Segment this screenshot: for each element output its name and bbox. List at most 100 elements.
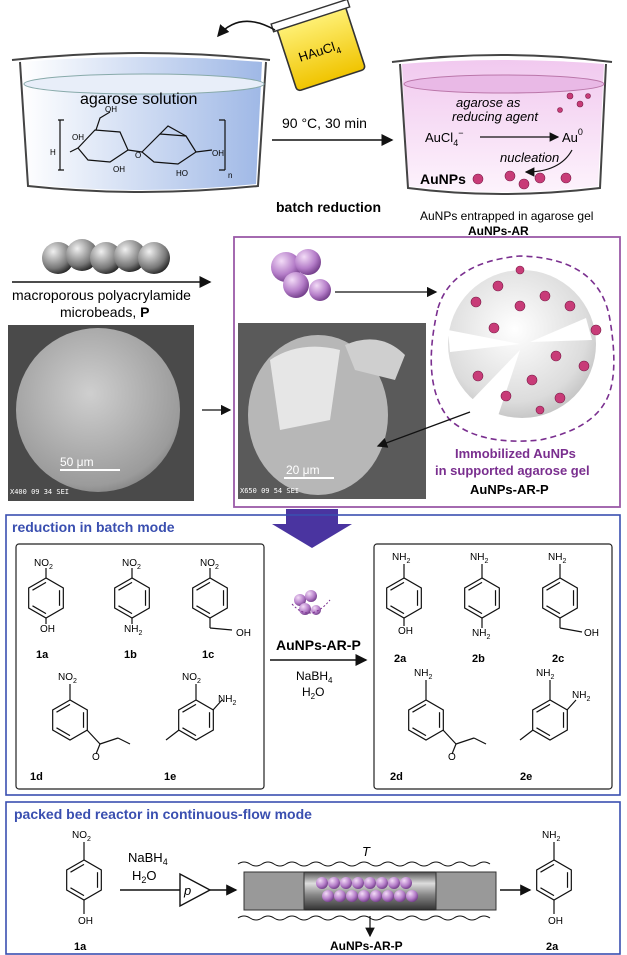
product-2a: 2a <box>394 653 407 665</box>
benzene-ring <box>192 577 228 619</box>
svg-text:NH2: NH2 <box>414 668 432 681</box>
svg-text:NO2: NO2 <box>34 558 53 571</box>
agarose-structure <box>58 111 226 171</box>
svg-text:Au0: Au0 <box>562 127 583 145</box>
svg-text:NO2: NO2 <box>58 672 77 685</box>
svg-text:OH: OH <box>548 916 563 927</box>
svg-text:NH2: NH2 <box>536 668 554 681</box>
batch-reduction-label: batch reduction <box>276 199 381 215</box>
svg-text:H2O: H2O <box>132 868 157 885</box>
left-beaker: agarose solution OH OH OH HO OH H O n <box>11 52 271 193</box>
svg-text:OH: OH <box>105 105 117 114</box>
benzene-ring <box>66 859 102 901</box>
svg-text:X400 09 34 SEI: X400 09 34 SEI <box>10 488 69 496</box>
svg-text:OH: OH <box>212 149 224 158</box>
benzene-ring <box>532 699 568 741</box>
svg-text:n: n <box>228 171 232 180</box>
svg-text:OH: OH <box>113 165 125 174</box>
svg-text:O: O <box>448 752 456 763</box>
svg-text:NH2: NH2 <box>470 552 488 565</box>
haucl4-beaker: HAuCl4 <box>270 0 366 92</box>
svg-text:agarose as: agarose as <box>456 95 521 110</box>
benzene-ring <box>408 699 444 741</box>
svg-text:reducing agent: reducing agent <box>452 109 539 124</box>
reactant-1b: 1b <box>124 649 137 661</box>
right-beaker: agarose as reducing agent AuCl4− Au0 nuc… <box>391 54 613 195</box>
batch-title: reduction in batch mode <box>12 519 175 535</box>
product-2c: 2c <box>552 653 564 665</box>
svg-text:NO2: NO2 <box>72 830 91 843</box>
pour-arrow <box>217 20 276 38</box>
svg-text:AuCl4−: AuCl4− <box>425 128 463 148</box>
benzene-ring <box>386 577 422 619</box>
svg-text:OH: OH <box>72 133 84 142</box>
reactant-1d: 1d <box>30 771 43 783</box>
flow-product: 2a <box>546 941 559 953</box>
immobilized-bead <box>430 255 615 442</box>
caption-aunps-entrapped: AuNPs entrapped in agarose gel <box>420 209 593 223</box>
immob-label-2: in supported agarose gel <box>435 463 590 478</box>
sem-image-1: 50 μm X400 09 34 SEI <box>8 325 194 501</box>
products-box <box>373 543 613 790</box>
svg-text:O: O <box>92 752 100 763</box>
sem-image-2: 20 μm X650 09 54 SEI <box>238 323 426 499</box>
batch-frame <box>5 514 621 796</box>
svg-text:NH2: NH2 <box>392 552 410 565</box>
svg-text:NH2: NH2 <box>218 694 236 707</box>
benzene-ring <box>542 577 578 619</box>
gray-beads <box>42 239 170 274</box>
beads-label-2: microbeads, P <box>60 304 150 320</box>
batch-catalyst: AuNPs-AR-P <box>276 637 361 653</box>
svg-text:OH: OH <box>236 628 251 639</box>
reactant-1a: 1a <box>36 649 49 661</box>
svg-text:NH2: NH2 <box>124 624 142 637</box>
svg-text:NO2: NO2 <box>122 558 141 571</box>
pump-icon <box>179 872 212 908</box>
down-arrow <box>272 509 352 548</box>
svg-text:NaBH4: NaBH4 <box>128 850 168 867</box>
svg-text:OH: OH <box>40 624 55 635</box>
conditions-label: 90 °C, 30 min <box>282 115 367 131</box>
svg-text:OH: OH <box>398 626 413 637</box>
svg-text:NaBH4: NaBH4 <box>296 669 333 685</box>
benzene-ring <box>536 859 572 901</box>
reactor-tube <box>237 861 497 921</box>
caption-aunps-ar: AuNPs-AR <box>468 224 529 238</box>
immobilized-frame <box>233 236 621 508</box>
svg-text:OH: OH <box>78 916 93 927</box>
temperature-label: T <box>362 844 371 859</box>
svg-text:OH: OH <box>584 628 599 639</box>
agarose-solution-label: agarose solution <box>80 91 197 108</box>
product-2b: 2b <box>472 653 485 665</box>
svg-text:NO2: NO2 <box>182 672 201 685</box>
svg-text:NO2: NO2 <box>200 558 219 571</box>
svg-text:NH2: NH2 <box>572 690 590 703</box>
immob-label-3: AuNPs-AR-P <box>470 482 549 497</box>
svg-text:NH2: NH2 <box>548 552 566 565</box>
product-2d: 2d <box>390 771 403 783</box>
reactant-1e: 1e <box>164 771 176 783</box>
svg-text:NH2: NH2 <box>542 830 560 843</box>
immob-label-1: Immobilized AuNPs <box>455 446 576 461</box>
svg-text:p: p <box>183 883 191 898</box>
svg-text:50 μm: 50 μm <box>60 455 94 469</box>
svg-text:HO: HO <box>176 169 188 178</box>
benzene-ring <box>52 699 88 741</box>
svg-text:O: O <box>135 151 141 160</box>
reactant-1c: 1c <box>202 649 214 661</box>
flow-title: packed bed reactor in continuous-flow mo… <box>14 806 312 822</box>
svg-text:H: H <box>50 148 56 157</box>
product-2e: 2e <box>520 771 532 783</box>
catalyst-beads-small <box>291 590 331 615</box>
reactants-box <box>15 543 265 790</box>
flow-catalyst: AuNPs-AR-P <box>330 939 403 953</box>
purple-beads <box>271 249 331 301</box>
svg-text:NH2: NH2 <box>472 628 490 641</box>
benzene-ring <box>178 699 214 741</box>
svg-text:AuNPs: AuNPs <box>420 171 466 187</box>
svg-text:H2O: H2O <box>302 685 324 701</box>
flow-reactant: 1a <box>74 941 87 953</box>
benzene-ring <box>464 577 500 619</box>
svg-text:X650 09 54 SEI: X650 09 54 SEI <box>240 487 299 495</box>
